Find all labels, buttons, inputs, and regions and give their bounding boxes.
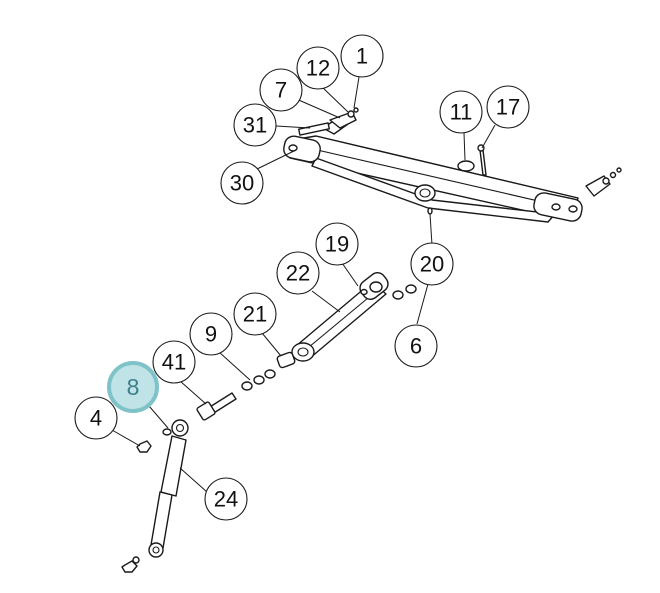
callout-12: 12 bbox=[296, 46, 340, 90]
callout-7-label: 7 bbox=[275, 78, 287, 103]
callout-1: 1 bbox=[340, 34, 384, 78]
callout-21: 21 bbox=[233, 292, 277, 336]
callout-30: 30 bbox=[220, 161, 264, 205]
top-pin-assembly bbox=[298, 107, 359, 136]
callout-12-label: 12 bbox=[306, 56, 330, 81]
callout-11-label: 11 bbox=[450, 100, 473, 125]
callout-20: 20 bbox=[410, 242, 454, 286]
callout-4: 4 bbox=[74, 396, 118, 440]
callout-20-label: 20 bbox=[420, 252, 444, 277]
callout-19-label: 19 bbox=[325, 232, 349, 257]
callout-8-label: 8 bbox=[127, 374, 140, 400]
callout-7: 7 bbox=[259, 68, 303, 112]
hydraulic-cylinder bbox=[241, 272, 433, 391]
callout-8-highlighted: 8 bbox=[107, 361, 159, 413]
callout-24-label: 24 bbox=[214, 487, 238, 512]
shock-absorber bbox=[121, 392, 237, 573]
callout-9-label: 9 bbox=[205, 322, 217, 347]
callout-31-label: 31 bbox=[243, 113, 267, 138]
callout-22-label: 22 bbox=[286, 261, 310, 286]
callout-41-label: 41 bbox=[162, 350, 186, 375]
callout-19: 19 bbox=[315, 222, 359, 266]
callout-17-label: 17 bbox=[496, 95, 520, 120]
callout-11: 11 bbox=[439, 90, 483, 134]
callout-22: 22 bbox=[276, 251, 320, 295]
callout-41: 41 bbox=[152, 340, 196, 384]
callout-30-label: 30 bbox=[230, 171, 254, 196]
callout-31: 31 bbox=[233, 103, 277, 147]
cross-beam bbox=[283, 135, 622, 223]
callout-1-label: 1 bbox=[356, 44, 368, 69]
callout-4-label: 4 bbox=[90, 406, 102, 431]
callout-9: 9 bbox=[189, 312, 233, 356]
callout-17: 17 bbox=[486, 85, 530, 129]
callout-6: 6 bbox=[394, 324, 438, 368]
callout-24: 24 bbox=[204, 477, 248, 521]
callout-6-label: 6 bbox=[410, 334, 422, 359]
callout-21-label: 21 bbox=[243, 302, 267, 327]
